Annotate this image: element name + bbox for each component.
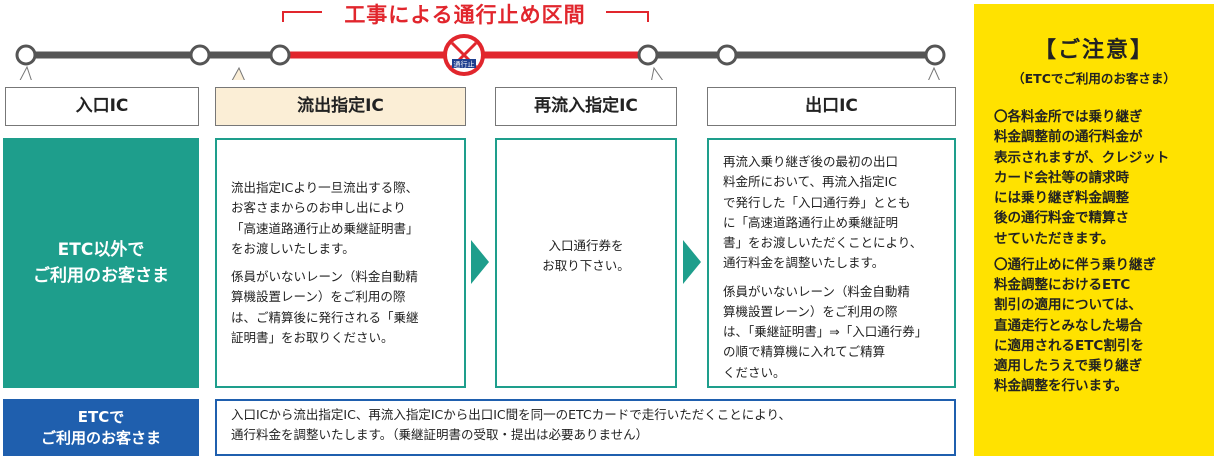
text-line: 入口通行券を — [548, 238, 624, 253]
notice-line: 料金調整前の通行料金が — [994, 129, 1143, 146]
notice-body: 〇各料金所では乗り継ぎ 料金調整前の通行料金が 表示されますが、クレジット カー… — [994, 107, 1204, 397]
notice-panel: 【ご注意】 （ETCでご利用のお客さま） 〇各料金所では乗り継ぎ 料金調整前の通… — [974, 4, 1214, 456]
text-line: 入口ICから流出指定IC、再流入指定ICから出口IC間を同一のETCカードで走行… — [231, 407, 791, 422]
notice-title: 【ご注意】 — [1033, 38, 1154, 63]
callout-pointer-exit — [928, 66, 940, 80]
box-exit-instructions: 再流入乗り継ぎ後の最初の出口 料金所において、再流入指定IC で発行した「入口通… — [707, 138, 956, 388]
text-line: 料金所において、再流入指定IC — [723, 174, 897, 190]
text-line: 通行料金を調整いたします。 — [723, 255, 885, 271]
road-diagram: 工事による通行止め区間 通行止 — [0, 0, 960, 80]
text-line: 算機設置レーン）をご利用の際 — [723, 303, 898, 319]
notice-line: 後の通行料金で精算さ — [994, 210, 1129, 227]
node-intermediate-1 — [189, 44, 211, 66]
notice-line: 適用したうえで乗り継ぎ — [994, 358, 1143, 374]
closure-section-title: 工事による通行止め区間 — [344, 3, 586, 27]
notice-line: 〇通行止めに伴う乗り継ぎ — [994, 256, 1156, 273]
callout-pointer-entrance — [19, 65, 32, 80]
category-etc: ETCで ご利用のお客さま — [3, 399, 199, 456]
text-line: 流出指定ICより一旦流出する際、 — [231, 180, 419, 195]
node-exit-designated-ic — [269, 44, 291, 66]
category-etc-line1: ETCで — [77, 407, 125, 426]
label-exit-designated-ic: 流出指定IC — [215, 87, 466, 126]
text-line: をお渡しいたします。 — [231, 240, 355, 256]
category-etc-line2: ご利用のお客さま — [40, 428, 161, 447]
notice-line: 表示されますが、クレジット — [994, 149, 1170, 166]
text-line: お客さまからのお申し出により — [231, 200, 406, 216]
node-reentry-designated-ic — [637, 44, 659, 66]
flow-arrow-2 — [683, 240, 701, 284]
category-non-etc-line2: ご利用のお客さま — [33, 266, 169, 286]
notice-line: には乗り継ぎ料金調整 — [994, 190, 1129, 206]
text-line: 係員がいないレーン（料金自動精 — [231, 269, 418, 284]
label-exit-ic: 出口IC — [707, 87, 956, 126]
label-reentry-designated-ic: 再流入指定IC — [495, 87, 677, 126]
text-line: は、ご精算後に発行される「乗継 — [231, 309, 419, 325]
closure-bracket-right — [606, 11, 649, 22]
callout-pointer-exit-designated — [231, 66, 245, 80]
closure-bracket-left — [282, 11, 322, 22]
road-line-svg: 通行止 — [15, 11, 946, 80]
box-reentry-instructions: 入口通行券を お取り下さい。 — [495, 138, 677, 388]
box-exit-designated-instructions: 流出指定ICより一旦流出する際、 お客さまからのお申し出により 「高速道路通行止… — [215, 138, 466, 388]
notice-line: に適用されるETC割引を — [994, 337, 1144, 354]
flow-arrow-1 — [471, 240, 489, 284]
text-line: お取り下さい。 — [542, 258, 630, 274]
road-closed-sign-icon — [443, 34, 485, 76]
text-line: ください。 — [723, 364, 786, 380]
category-non-etc: ETC以外で ご利用のお客さま — [3, 138, 199, 388]
closure-sign-text: 通行止 — [454, 60, 475, 69]
text-line: 係員がいないレーン（料金自動精 — [723, 283, 910, 299]
text-line: 算機設置レーン）をご利用の際 — [231, 289, 406, 305]
text-line: 通行料金を調整いたします。（乗継証明書の受取・提出は必要ありません） — [231, 427, 649, 443]
notice-line: 料金調整におけるETC — [994, 277, 1131, 293]
node-entrance-ic — [15, 44, 37, 66]
notice-line: カード会社等の請求時 — [994, 169, 1129, 186]
text-line: は、「乗継証明書」⇒「入口通行券」 — [723, 324, 928, 339]
notice-line: 〇各料金所では乗り継ぎ — [994, 109, 1143, 125]
label-entrance-ic: 入口IC — [5, 87, 199, 126]
callout-pointer-reentry — [651, 66, 664, 80]
notice-line: せていただきます。 — [994, 230, 1115, 247]
node-intermediate-2 — [716, 44, 738, 66]
text-line: 証明書」をお取りください。 — [231, 329, 394, 345]
text-line: で発行した「入口通行券」ととも — [723, 194, 911, 210]
notice-line: 直通走行とみなした場合 — [994, 317, 1143, 334]
category-non-etc-line1: ETC以外で — [57, 239, 145, 260]
text-line: に「高速道路通行止め乗継証明 — [723, 214, 899, 230]
text-line: 書」をお渡しいただくことにより、 — [723, 235, 923, 250]
notice-line: 割引の適用については、 — [994, 297, 1142, 314]
notice-line: 料金調整を行います。 — [994, 378, 1128, 395]
text-line: の順で精算機に入れてご精算 — [723, 344, 886, 360]
notice-subtitle: （ETCでご利用のお客さま） — [1012, 71, 1176, 86]
node-exit-ic — [924, 44, 946, 66]
text-line: 「高速道路通行止め乗継証明書」 — [231, 220, 419, 236]
text-line: 再流入乗り継ぎ後の最初の出口 — [723, 154, 899, 169]
box-etc-instructions: 入口ICから流出指定IC、再流入指定ICから出口IC間を同一のETCカードで走行… — [215, 399, 956, 456]
